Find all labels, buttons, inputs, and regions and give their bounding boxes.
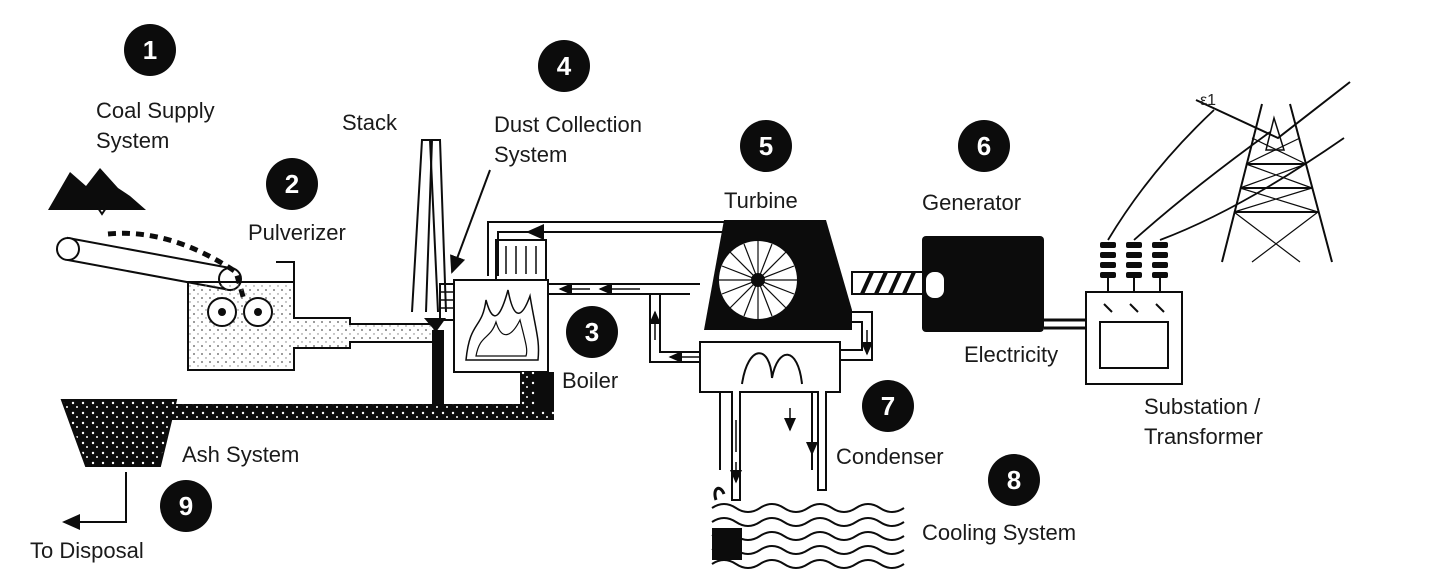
step-badge-1: 1 — [124, 24, 176, 76]
step-badge-7: 7 — [862, 380, 914, 432]
step-badge-2: 2 — [266, 158, 318, 210]
step-badge-4: 4 — [538, 40, 590, 92]
pump-icon — [712, 486, 742, 560]
label-coal-supply-system: Coal Supply System — [96, 96, 215, 156]
transmission-tower-icon — [1195, 81, 1351, 263]
arrow-left-icon — [62, 472, 127, 530]
coal-pile-icon — [48, 168, 146, 216]
label-generator: Generator — [922, 190, 1022, 215]
label-electricity: Electricity — [964, 342, 1059, 367]
label-line: Dust Collection — [494, 112, 642, 137]
step-badge-8: 8 — [988, 454, 1040, 506]
step-badge-9: 9 — [160, 480, 212, 532]
generator-icon — [922, 236, 1088, 332]
label-condenser: Condenser — [836, 444, 944, 469]
label-line: System — [96, 128, 170, 153]
label-to-disposal: To Disposal — [30, 538, 144, 563]
steam-pipes — [487, 221, 873, 363]
label-line: System — [494, 142, 568, 167]
power-lines — [1107, 109, 1345, 241]
label-dust-collection-system: Dust Collection System — [494, 110, 642, 170]
label-tower-mark: ε1 — [1200, 92, 1217, 109]
label-cooling-system: Cooling System — [922, 520, 1077, 545]
transformer-icon — [1085, 291, 1183, 385]
step-badge-3: 3 — [566, 306, 618, 358]
condenser-icon — [699, 341, 841, 501]
turbine-rotor-icon — [704, 220, 852, 330]
cooling-water-waves-icon — [711, 503, 905, 569]
label-substation-transformer: Substation / Transformer — [1144, 392, 1263, 452]
step-badge-5: 5 — [740, 120, 792, 172]
label-turbine: Turbine — [724, 188, 798, 213]
boiler-flame-icon — [453, 239, 554, 420]
insulator-icon — [1100, 242, 1168, 292]
smokestack-icon — [411, 139, 447, 332]
ash-hopper-icon — [60, 330, 554, 467]
label-line: Transformer — [1144, 424, 1263, 449]
label-boiler: Boiler — [562, 368, 619, 393]
label-ash-system: Ash System — [182, 442, 300, 467]
label-line: Substation / — [1144, 394, 1261, 419]
label-stack: Stack — [342, 110, 398, 135]
label-pulverizer: Pulverizer — [248, 220, 346, 245]
label-line: Coal Supply — [96, 98, 215, 123]
step-badge-6: 6 — [958, 120, 1010, 172]
